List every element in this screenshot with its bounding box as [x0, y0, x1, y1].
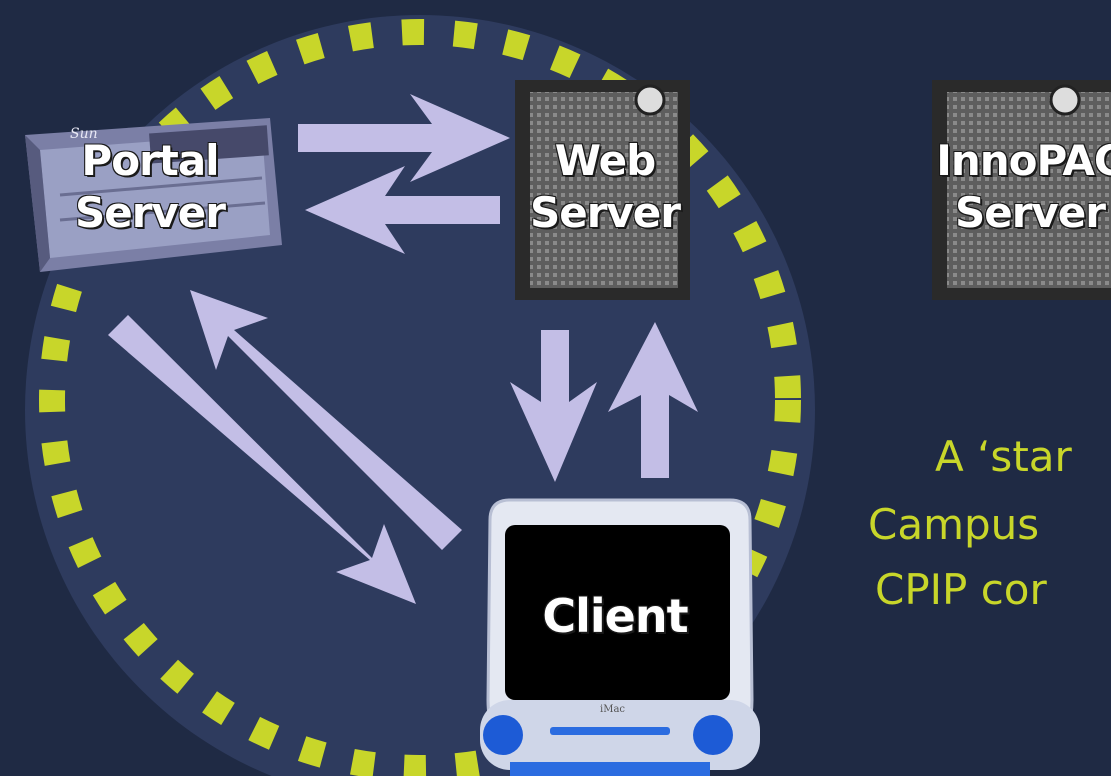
web-server-label-line2: Server	[529, 188, 681, 237]
innopac-server-label: InnoPAC Server	[930, 135, 1111, 239]
portal-server-image: Sun	[25, 118, 282, 272]
portal-server-label-line1: Portal	[81, 136, 219, 185]
portal-server-label: Portal Server	[70, 135, 230, 239]
arrow-client-to-web	[608, 322, 698, 478]
dashed-ring	[39, 19, 801, 776]
innopac-server-label-line2: Server	[954, 188, 1106, 237]
portal-server-label-line2: Server	[74, 188, 226, 237]
web-server-image	[515, 80, 690, 300]
web-server-label-line1: Web	[554, 136, 656, 185]
caption-line1: A ‘star	[935, 432, 1072, 481]
innopac-server-label-line1: InnoPAC	[936, 136, 1111, 185]
caption-line2: Campus	[868, 500, 1040, 549]
caption-line3: CPIP cor	[875, 565, 1047, 614]
arrow-web-to-portal	[305, 166, 500, 254]
arrow-portal-to-client	[108, 315, 416, 604]
arrow-portal-to-web	[298, 94, 510, 182]
sun-logo: Sun	[70, 126, 98, 142]
client-imac-image: iMac	[480, 498, 760, 776]
web-server-label: Web Server	[520, 135, 690, 239]
arrow-web-to-client	[510, 330, 597, 482]
imac-badge: iMac	[600, 704, 625, 715]
client-label: Client	[542, 589, 688, 643]
arrow-client-to-portal	[190, 290, 462, 550]
innopac-server-image	[932, 80, 1111, 300]
